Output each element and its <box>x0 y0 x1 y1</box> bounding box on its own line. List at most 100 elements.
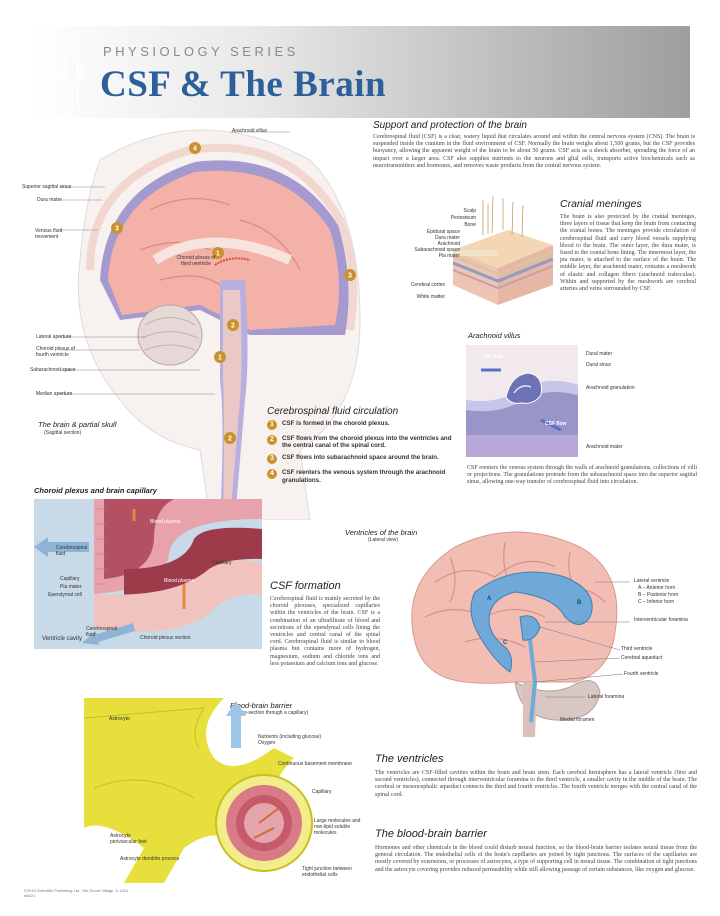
villus-label-dural-mater: Dural mater <box>586 351 613 357</box>
marker-2b: 2 <box>228 436 232 443</box>
choroid-label-plasma2: Blood plasma <box>164 578 195 584</box>
vent-label-aqueduct: Cerebral aqueduct <box>621 655 663 661</box>
bbb-fig-title: Blood-brain barrier <box>230 701 293 710</box>
circulation-step: 3 CSF flows into subarachnoid space arou… <box>267 454 457 465</box>
step-text: CSF flows into subarachnoid space around… <box>282 454 439 462</box>
header-banner <box>30 26 690 118</box>
circulation-title: Cerebrospinal fluid circulation <box>267 406 399 417</box>
ventricle-letter-c: C <box>503 640 508 646</box>
label-plexus-fourth: Choroid plexus of fourth ventricle <box>36 346 75 358</box>
meninges-label-pia: Pia mater <box>438 253 460 259</box>
ventricles-fig-subtitle: (Lateral view) <box>368 537 399 543</box>
meninges-label-subarachnoid: Subarachnoid space <box>414 247 460 253</box>
choroid-title: Choroid plexus and brain capillary <box>34 486 157 495</box>
vent-label-foramina: Interventricular foramina <box>634 617 688 623</box>
step-number: 2 <box>267 435 277 445</box>
choroid-label-csf2: Cerebrospinal fluid <box>86 626 118 638</box>
bbb-label-capillary: Capillary <box>312 789 332 795</box>
circulation-list: 1 CSF is formed in the choroid plexus. 2… <box>267 420 457 489</box>
choroid-label-capillary2: Capillary <box>60 576 80 582</box>
villus-title: Arachnoid villus <box>468 331 521 340</box>
marker-3a: 3 <box>115 226 119 233</box>
bbb-label-astrocyte: Astrocyte <box>109 716 130 722</box>
bbb-label-large-molecules: Large molecules and non-lipid soluble mo… <box>314 818 361 836</box>
marker-1a: 1 <box>216 251 220 258</box>
label-median-aperture: Median aperture <box>36 391 73 397</box>
arachnoid-villus-figure <box>466 345 578 457</box>
choroid-label-ependymal: Ependymal cell <box>48 592 82 598</box>
villus-text: CSF reenters the venous system through t… <box>467 465 697 486</box>
ventricles-fig-title: Ventricles of the brain <box>345 528 418 537</box>
step-text: CSF is formed in the choroid plexus. <box>282 420 390 427</box>
circulation-markers: 4 3 3 1 2 1 2 <box>111 142 356 444</box>
step-number: 3 <box>267 454 277 465</box>
marker-2a: 2 <box>231 323 235 330</box>
choroid-label-pia: Pia mater <box>60 584 82 590</box>
meninges-label-scalp: Scalp <box>463 208 476 214</box>
bbb-title: The blood-brain barrier <box>375 828 487 840</box>
bbb-text: Hormones and other chemicals in the bloo… <box>375 845 697 873</box>
vent-label-lateral-foramina: Lateral foramina <box>588 694 625 700</box>
marker-1b: 1 <box>218 355 222 362</box>
label-venous-movement: Venous fluid movement <box>35 228 63 240</box>
meninges-label-dura: Dura mater <box>434 235 460 241</box>
villus-label-arachnoid-mater: Arachnoid mater <box>586 444 623 450</box>
label-dura-mater: Dura mater <box>37 197 63 203</box>
step-number: 1 <box>267 420 277 430</box>
human-figure-icon <box>60 39 84 127</box>
step-text: CSF flows from the choroid plexus into t… <box>282 435 452 450</box>
bbb-label-dendrite: Astrocyte dendrite process <box>120 856 180 862</box>
blood-brain-barrier-figure <box>84 698 313 883</box>
copyright-line: ©2013 Scientific Publishing Ltd., Elk Gr… <box>24 888 128 893</box>
meninges-title: Cranial meninges <box>560 198 642 210</box>
vent-label-lateral: Lateral ventricle <box>634 578 670 584</box>
bbb-label-membrane: Continuous basement membrane <box>278 761 352 767</box>
meninges-text: The brain is also protected by the crani… <box>560 214 696 293</box>
meninges-label-periosteum: Periosteum <box>450 215 476 221</box>
bbb-label-perivascular: Astrocyte perivascular feet <box>110 833 147 845</box>
meninges-figure <box>452 195 554 305</box>
vent-label-fourth: Fourth ventricle <box>624 671 659 677</box>
vent-label-medial-foramen: Medial foramen <box>560 717 595 723</box>
formation-text: Cerebrospinal fluid is mainly secreted b… <box>270 596 380 667</box>
label-arachnoid-villus: Arachnoid villus <box>232 128 268 134</box>
series-label: PHYSIOLOGY SERIES <box>103 44 299 59</box>
meninges-label-epidural: Epidural space <box>426 229 460 235</box>
ventricles-title: The ventricles <box>375 753 444 765</box>
page-title: CSF & The Brain <box>100 64 387 105</box>
skull-caption: The brain & partial skull <box>38 420 117 429</box>
choroid-label-csf1: Cerebrospinal fluid <box>56 545 88 557</box>
ventricles-text: The ventricles are CSF-filled cavities w… <box>375 770 697 798</box>
choroid-label-plasma1: Blood plasma <box>150 519 181 525</box>
skull-subcaption: (Sagittal section) <box>44 430 82 436</box>
meninges-label-cortex: Cerebral cortex <box>410 282 445 288</box>
label-plexus-third: Choroid plexus of third ventricle <box>176 255 216 267</box>
label-subarachnoid: Subarachnoid space <box>30 367 76 373</box>
vent-label-anterior: A – Anterior horn <box>638 585 676 591</box>
copyright-footer: ©2013 Scientific Publishing Ltd., Elk Gr… <box>24 888 128 898</box>
label-lateral-aperture: Lateral aperture <box>36 334 72 340</box>
circulation-step: 1 CSF is formed in the choroid plexus. <box>267 420 457 430</box>
ventricle-letter-a: A <box>487 596 492 602</box>
ventricle-letter-b: B <box>577 600 582 606</box>
villus-label-dural-sinus: Dural sinus <box>586 362 612 368</box>
support-title: Support and protection of the brain <box>373 120 527 131</box>
circulation-step: 4 CSF reenters the venous system through… <box>267 469 457 484</box>
bbb-label-nutrients: Nutrients (including glucose) Oxygen <box>258 734 322 746</box>
brain-skull-figure: 4 3 3 1 2 1 2 <box>60 129 361 520</box>
marker-4: 4 <box>193 146 197 153</box>
villus-label-flow2: CSF flow <box>545 421 567 427</box>
catalog-number: #6021 <box>24 893 36 898</box>
bbb-label-tight-junction: Tight junction between endothelial cells <box>302 866 352 878</box>
support-text: Cerebrospinal fluid (CSF) is a clear, wa… <box>373 134 695 169</box>
vent-label-inferior: C – Inferior horn <box>638 599 675 605</box>
step-text: CSF reenters the venous system through t… <box>282 469 446 484</box>
ventricles-brain-figure: A B C <box>411 531 630 737</box>
circulation-step: 2 CSF flows from the choroid plexus into… <box>267 435 457 449</box>
choroid-plexus-figure <box>34 499 262 649</box>
meninges-label-arachnoid: Arachnoid <box>437 241 460 247</box>
villus-label-granulation: Arachnoid granulation <box>586 385 635 391</box>
formation-title: CSF formation <box>270 580 341 592</box>
bbb-fig-subtitle: (Cross-section through a capillary) <box>232 710 309 716</box>
marker-3b: 3 <box>348 273 352 280</box>
